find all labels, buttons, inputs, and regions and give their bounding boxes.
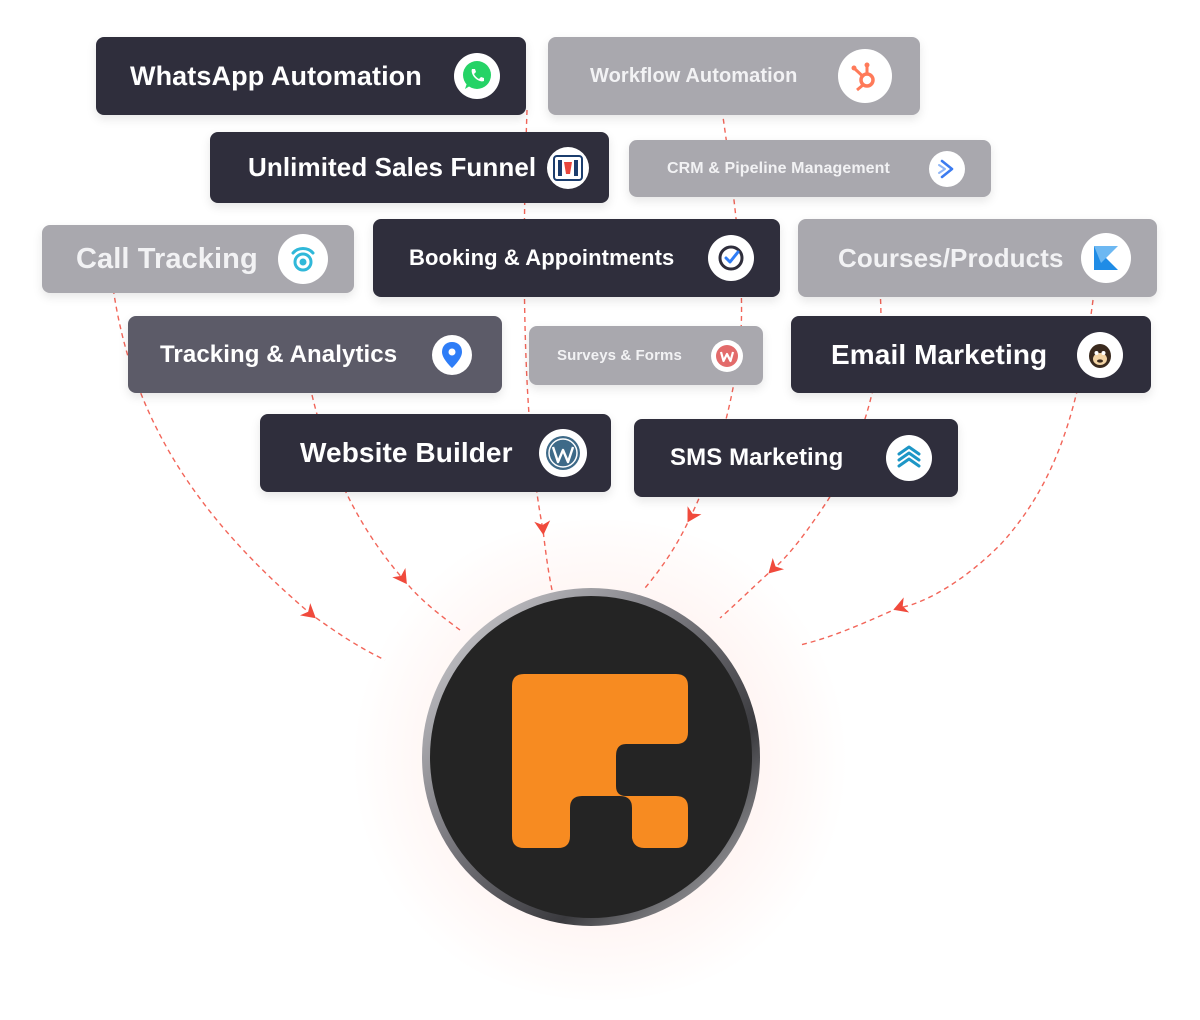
feature-unlimited-sales-funnel: Unlimited Sales Funnel (210, 132, 609, 203)
feature-label: Courses/Products (838, 242, 1064, 273)
feature-label: Email Marketing (831, 338, 1048, 370)
whatsapp-icon (454, 53, 500, 99)
feature-courses-products: Courses/Products (798, 219, 1157, 297)
feature-label: Workflow Automation (590, 64, 798, 87)
feature-website-builder: Website Builder (260, 414, 611, 492)
feature-call-tracking: Call Tracking (42, 225, 354, 293)
feature-label: Tracking & Analytics (160, 340, 398, 368)
connector-arrowhead (299, 603, 316, 619)
feature-label: Call Tracking (76, 242, 258, 275)
calendar-check-icon (708, 235, 754, 281)
location-pin-icon (432, 334, 472, 375)
feature-sms-marketing: SMS Marketing (634, 419, 958, 497)
wufoo-icon (711, 339, 743, 372)
feature-label: WhatsApp Automation (130, 60, 422, 91)
connector-arrowhead (893, 597, 910, 613)
feature-booking-appointments: Booking & Appointments (373, 219, 780, 297)
mailchimp-icon (1077, 331, 1123, 378)
feature-label: Surveys & Forms (557, 347, 682, 364)
hub-inner (430, 596, 752, 918)
feature-workflow-automation: Workflow Automation (548, 37, 920, 115)
hubspot-icon (838, 49, 892, 103)
feature-label: Website Builder (300, 437, 513, 468)
connector-arrowhead (392, 568, 407, 585)
feature-whatsapp-automation: WhatsApp Automation (96, 37, 526, 115)
clickfunnels-icon (547, 146, 589, 189)
feature-crm-pipeline: CRM & Pipeline Management (629, 140, 991, 197)
pipeline-arrow-icon (929, 150, 965, 187)
feature-surveys-forms: Surveys & Forms (529, 326, 763, 385)
hub-circle (422, 588, 760, 926)
connector-arrowhead (768, 557, 785, 574)
connector-arrowhead (687, 506, 702, 523)
connector-arrowhead (534, 520, 551, 535)
wordpress-icon (539, 429, 587, 477)
feature-tracking-analytics: Tracking & Analytics (128, 316, 502, 393)
feature-label: CRM & Pipeline Management (667, 159, 890, 177)
connector-line (799, 299, 1094, 646)
feature-label: Unlimited Sales Funnel (248, 152, 537, 182)
kajabi-icon (1081, 233, 1131, 283)
feature-label: Booking & Appointments (409, 245, 675, 270)
feature-email-marketing: Email Marketing (791, 316, 1151, 393)
call-tracking-icon (278, 234, 328, 284)
brand-logo-icon (512, 674, 688, 848)
feature-label: SMS Marketing (670, 444, 844, 471)
layers-chevron-icon (886, 435, 932, 481)
